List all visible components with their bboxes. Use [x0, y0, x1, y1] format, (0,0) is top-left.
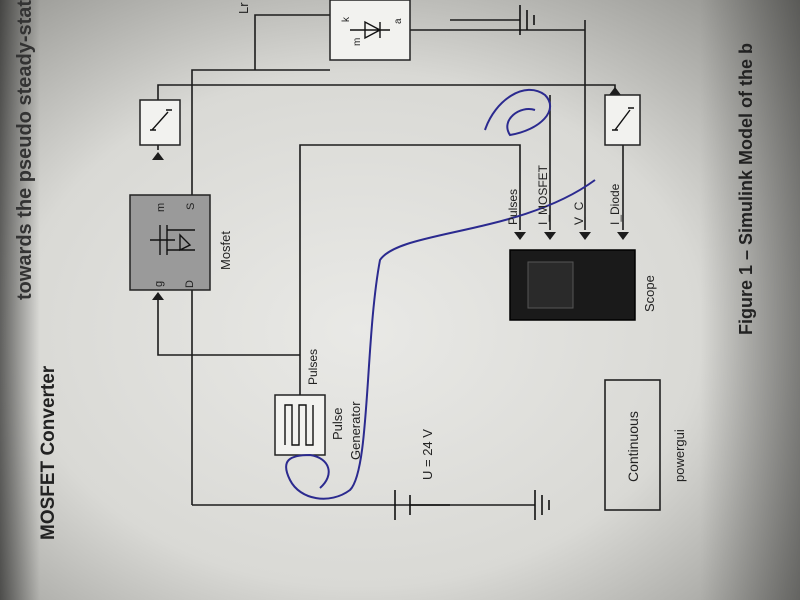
mosfet-port-g: g — [153, 280, 165, 287]
page-title: MOSFET Converter — [38, 365, 59, 540]
ground-symbols — [519, 5, 550, 520]
dc-source — [394, 490, 450, 520]
scope-screen — [527, 261, 574, 309]
mosfet-port-m: m — [155, 202, 167, 212]
powergui-label: Continuous — [625, 411, 641, 482]
diode-port-k: k — [341, 17, 352, 22]
top-label: Lr — [236, 2, 251, 14]
switch-block-2[interactable] — [604, 94, 641, 146]
scope-input-imosfet: I_MOSFET — [536, 164, 550, 225]
scope-block[interactable] — [509, 249, 636, 321]
scope-input-pulses: Pulses — [506, 188, 520, 225]
pen-annotation — [285, 89, 596, 500]
ground-bottom — [534, 490, 550, 520]
figure-caption: Figure 1 – Simulink Model of the b — [736, 42, 756, 335]
pulse-generator-label-2: Generator — [348, 401, 363, 460]
powergui-block[interactable] — [604, 379, 661, 511]
arrowheads — [152, 87, 629, 300]
mosfet-port-s: S — [185, 202, 197, 210]
arrow-switch1 — [152, 152, 164, 160]
wire-pulses-scope — [299, 144, 521, 355]
scope-input-idiode: I_Diode — [608, 183, 622, 225]
scope-input-vc: V_C — [572, 201, 586, 225]
diode-port-a: a — [393, 18, 404, 24]
header-text: towards the pseudo steady-state. — [14, 0, 36, 300]
mosfet-label: Mosfet — [218, 230, 233, 270]
scope-label: Scope — [642, 275, 657, 312]
arrow-scope-4 — [617, 232, 629, 240]
diode-port-m: m — [352, 37, 363, 46]
diode-block[interactable] — [329, 0, 411, 61]
arrow-gate — [152, 292, 164, 300]
signal-pulses-label: Pulses — [306, 348, 320, 385]
switch-block-1[interactable] — [139, 99, 181, 146]
pulse-generator-block[interactable] — [274, 394, 326, 456]
dc-source-label: U = 24 V — [420, 429, 435, 480]
powergui-caption: powergui — [672, 429, 687, 482]
mosfet-block[interactable] — [129, 194, 211, 291]
wire-pulses-gate — [157, 300, 300, 356]
arrow-scope-1 — [514, 232, 526, 240]
ground-top — [519, 5, 535, 35]
mosfet-symbol — [150, 225, 195, 255]
arrow-scope-2 — [544, 232, 556, 240]
wire-top-vertical — [254, 14, 330, 70]
arrow-switch2 — [609, 87, 621, 95]
arrow-scope-3 — [579, 232, 591, 240]
pulse-generator-label-1: Pulse — [330, 407, 345, 440]
wire-mosfet-source-up — [191, 69, 330, 150]
mosfet-port-d: D — [184, 280, 196, 288]
